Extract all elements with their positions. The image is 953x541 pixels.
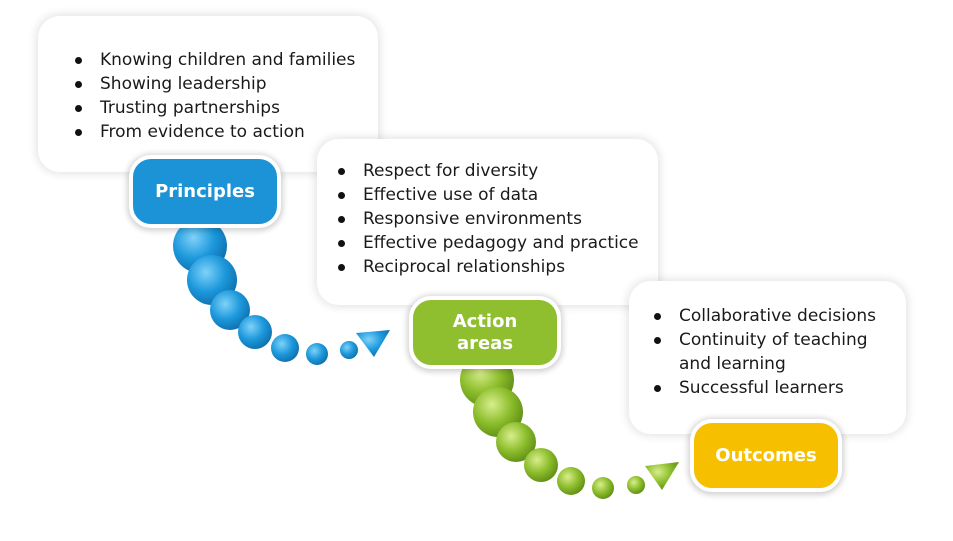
green-arrow-icon <box>645 462 679 490</box>
principles-item: Knowing children and families <box>70 48 378 72</box>
action-areas-label-line1: Action <box>452 310 518 332</box>
action-areas-item: Reciprocal relationships <box>333 255 658 279</box>
action-areas-item: Respect for diversity <box>333 159 658 183</box>
action-areas-label-line2: areas <box>456 332 514 354</box>
green-flow-dot <box>524 448 558 482</box>
action-areas-pill: Action areas <box>409 296 561 369</box>
outcomes-card: Collaborative decisions Continuity of te… <box>629 281 906 434</box>
action-areas-item: Responsive environments <box>333 207 658 231</box>
green-flow-dot <box>627 476 645 494</box>
blue-arrow-icon <box>356 330 390 357</box>
action-areas-card: Respect for diversity Effective use of d… <box>317 139 658 305</box>
principles-label: Principles <box>155 180 255 202</box>
outcomes-item: Collaborative decisions <box>649 304 879 328</box>
outcomes-pill: Outcomes <box>690 419 842 492</box>
principles-list: Knowing children and families Showing le… <box>70 48 378 144</box>
blue-flow-dot <box>306 343 328 365</box>
blue-flow-dot <box>340 341 358 359</box>
action-areas-item: Effective use of data <box>333 183 658 207</box>
action-areas-list: Respect for diversity Effective use of d… <box>333 159 658 279</box>
action-areas-item: Effective pedagogy and practice <box>333 231 658 255</box>
outcomes-item: Continuity of teaching and learning <box>649 328 879 376</box>
principles-item: Showing leadership <box>70 72 378 96</box>
principles-item: From evidence to action <box>70 120 378 144</box>
outcomes-label: Outcomes <box>715 444 817 466</box>
green-flow-dot <box>496 422 536 462</box>
green-flow-dot <box>592 477 614 499</box>
green-flow-dot <box>557 467 585 495</box>
principles-item: Trusting partnerships <box>70 96 378 120</box>
blue-flow-dot <box>238 315 272 349</box>
outcomes-item: Successful learners <box>649 376 879 400</box>
principles-pill: Principles <box>129 155 281 228</box>
blue-flow-dot <box>271 334 299 362</box>
blue-flow-dot <box>210 290 250 330</box>
outcomes-list: Collaborative decisions Continuity of te… <box>649 304 879 400</box>
